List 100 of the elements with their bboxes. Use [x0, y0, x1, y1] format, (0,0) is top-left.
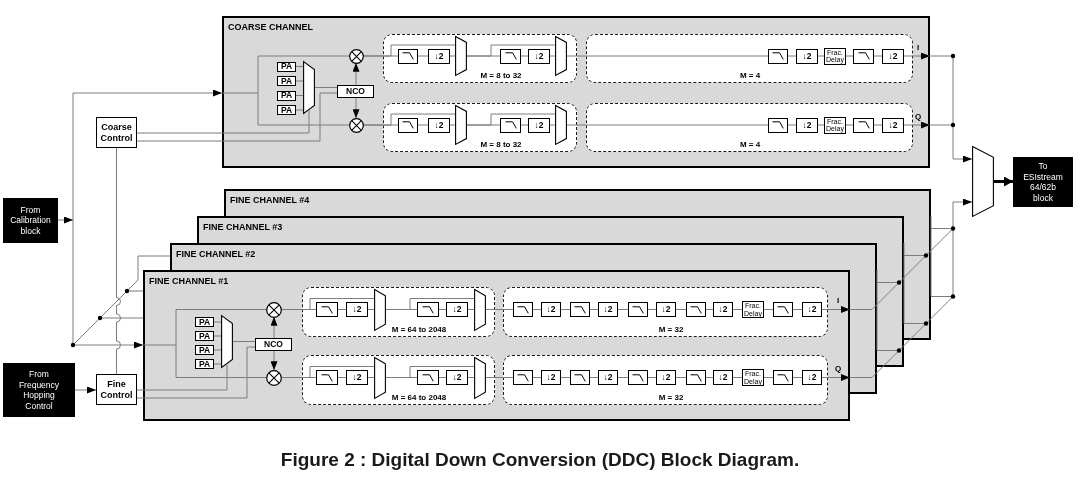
signal-line	[849, 282, 900, 310]
downsampler-block: ↓2	[528, 117, 550, 133]
signal-line	[385, 298, 475, 310]
arrow	[270, 350, 278, 371]
arrow	[72, 341, 144, 349]
signal-line	[876, 269, 878, 283]
signal-line	[213, 349, 222, 351]
arrow	[952, 198, 973, 229]
function-block: PA	[277, 105, 296, 115]
downsampler-block: ↓2	[346, 370, 368, 385]
signal-line	[232, 341, 256, 342]
signal-line	[257, 55, 350, 94]
signal-line	[417, 124, 429, 126]
function-block: PA	[195, 359, 214, 369]
decimation-factor-label: M = 8 to 32	[480, 71, 522, 80]
filter-block	[513, 370, 533, 385]
decimation-factor-label: M = 32	[658, 325, 684, 334]
signal-line	[930, 228, 954, 229]
decimation-factor-label: M = 8 to 32	[480, 140, 522, 149]
signal-line	[903, 255, 927, 256]
signal-line	[705, 309, 714, 310]
downsampler-block: ↓2	[446, 302, 468, 317]
signal-line	[417, 55, 429, 57]
arrow	[57, 216, 74, 224]
signal-line	[873, 124, 883, 126]
channel-title: FINE CHANNEL #4	[230, 195, 310, 206]
function-block: PA	[277, 76, 296, 86]
filter-block	[628, 302, 648, 317]
arrow	[352, 97, 360, 119]
downsampler-block: ↓2	[346, 302, 368, 317]
control-block: Coarse Control	[96, 117, 137, 148]
signal-line	[136, 346, 256, 399]
signal-line	[362, 44, 456, 57]
signal-line	[213, 363, 222, 365]
filter-block	[686, 302, 706, 317]
multiplexer-symbol	[555, 105, 567, 145]
filter-block	[513, 302, 533, 317]
arrow	[74, 386, 97, 394]
signal-line	[560, 377, 571, 378]
signal-line	[817, 55, 825, 57]
downsampler-block: ↓2	[796, 117, 818, 133]
arrow	[821, 374, 851, 381]
signal-line	[560, 309, 571, 310]
downsampler-block: ↓2	[796, 48, 818, 64]
decimation-factor-label: M = 64 to 2048	[391, 393, 447, 402]
signal-line	[617, 377, 629, 378]
edge-label: Q	[833, 363, 843, 373]
multiplexer-symbol	[474, 356, 486, 399]
channel-title: COARSE CHANNEL	[228, 22, 313, 33]
signal-line	[589, 377, 599, 378]
signal-line	[213, 335, 222, 337]
signal-line	[337, 309, 347, 310]
downsampler-block: ↓2	[802, 302, 822, 317]
channel-panel	[143, 270, 850, 421]
signal-line	[763, 377, 774, 378]
edge-label: I	[915, 42, 921, 52]
filter-block	[773, 302, 793, 317]
filter-block	[773, 370, 793, 385]
filter-block	[853, 48, 874, 64]
signal-line	[589, 309, 599, 310]
signal-line	[175, 344, 268, 378]
arrow	[72, 89, 223, 221]
function-block: NCO	[255, 338, 292, 351]
multiplexer-symbol	[221, 315, 233, 368]
signal-line	[466, 44, 556, 57]
mixer-symbol	[348, 48, 364, 64]
signal-line	[876, 282, 900, 351]
signal-line	[126, 290, 144, 292]
downsampler-block: ↓2	[802, 370, 822, 385]
signal-line	[438, 377, 447, 378]
signal-line	[99, 290, 128, 319]
signal-line	[295, 95, 304, 96]
signal-line	[532, 309, 542, 310]
signal-line	[362, 113, 456, 126]
signal-line	[467, 309, 475, 310]
downsampler-block: ↓2	[882, 117, 904, 133]
signal-line	[136, 363, 228, 391]
downsampler-block: ↓2	[528, 48, 550, 64]
signal-line	[925, 296, 954, 324]
signal-line	[566, 124, 769, 126]
decimation-stage	[383, 34, 577, 83]
function-block: NCO	[337, 85, 374, 98]
signal-line	[930, 215, 932, 229]
arrow	[352, 62, 360, 86]
figure-caption: Figure 2 : Digital Down Conversion (DDC) Block Diagram.	[280, 449, 800, 471]
decimation-factor-label: M = 32	[658, 393, 684, 402]
mixer-symbol	[266, 369, 282, 386]
signal-line	[337, 377, 347, 378]
arrow	[821, 306, 851, 313]
signal-line	[925, 228, 954, 256]
downsampler-block: ↓2	[541, 370, 561, 385]
decimation-stage	[302, 355, 495, 405]
signal-line	[817, 124, 825, 126]
signal-line	[873, 55, 883, 57]
channel-panel	[224, 189, 931, 216]
signal-line	[787, 124, 797, 126]
signal-line	[903, 242, 905, 256]
filter-block	[398, 48, 418, 64]
signal-line	[520, 124, 529, 126]
signal-line	[732, 309, 743, 310]
